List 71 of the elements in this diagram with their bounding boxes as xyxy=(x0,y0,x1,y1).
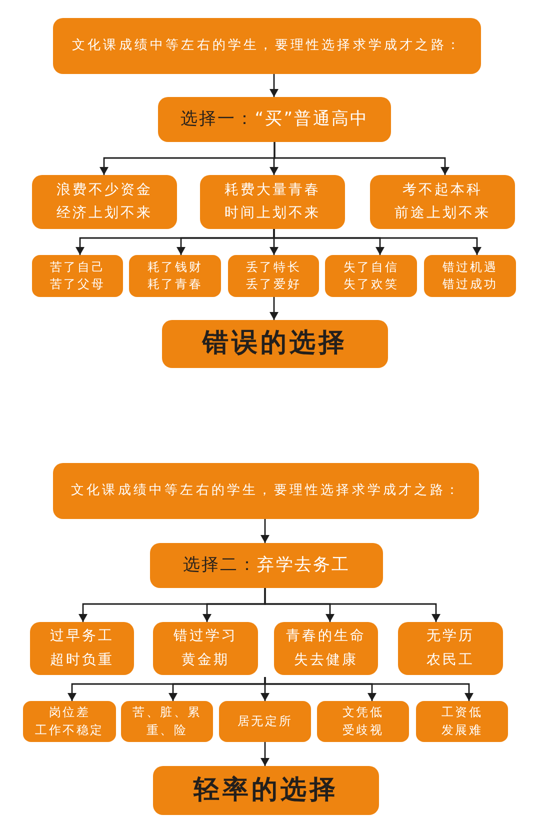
verdict-text: 错误的选择 xyxy=(202,328,348,360)
outcome-box xyxy=(228,255,319,297)
outcome-text: 苦了自己 xyxy=(50,258,106,276)
outcome-text: 居无定所 xyxy=(237,712,293,730)
outcome-text: 重、险 xyxy=(146,722,188,738)
consequence-text: 农民工 xyxy=(426,650,474,670)
consequence-text: 浪费不少资金 xyxy=(56,180,152,200)
choice-text: “买”普通高中 xyxy=(254,108,369,131)
consequence-text: 经济上划不来 xyxy=(56,204,152,223)
consequence-text: 青春的生命 xyxy=(286,627,366,646)
arrow xyxy=(264,677,474,701)
consequence-text: 错过学习黄金期 xyxy=(172,627,238,670)
consequence-text: 过早务工 xyxy=(50,627,114,646)
intro-text: 文化课成绩中等左右的学生，要理性选择求学成才之路： xyxy=(71,482,461,500)
outcome-box xyxy=(424,255,516,297)
outcome-box xyxy=(325,255,417,297)
outcome-text: 耗了青春 xyxy=(147,276,203,293)
consequence-box xyxy=(200,175,345,229)
outcome-text: 工作不稳定 xyxy=(35,722,104,738)
outcome-text: 苦了父母 xyxy=(50,276,106,293)
choice-label: 选择二： xyxy=(182,554,258,577)
arrow xyxy=(270,74,278,97)
consequence-box xyxy=(398,622,503,675)
consequence-box xyxy=(370,175,515,229)
outcome-text: 失了欢笑 xyxy=(343,276,399,293)
arrow xyxy=(260,742,270,766)
arrow xyxy=(274,142,450,175)
outcome-box xyxy=(23,701,116,742)
consequence-text: 超时负重 xyxy=(50,650,114,670)
outcome-text: 苦、脏、累 xyxy=(132,704,202,722)
outcome-box xyxy=(32,255,123,297)
outcome-text: 工资低 xyxy=(441,704,483,722)
choice-text: 弃学去务工 xyxy=(257,554,350,577)
verdict-box xyxy=(153,766,379,815)
outcome-text: 文凭低 xyxy=(342,704,384,722)
outcome-text: 失了自信 xyxy=(343,258,399,276)
outcome-text: 发展难 xyxy=(441,722,483,738)
intro-box xyxy=(53,18,481,74)
consequence-text: 失去健康 xyxy=(294,650,358,670)
outcome-box xyxy=(129,255,221,297)
choice-box xyxy=(158,97,391,142)
outcome-box xyxy=(416,701,508,742)
choice-label: 选择一： xyxy=(180,108,255,131)
consequence-box xyxy=(274,622,378,675)
outcome-text: 错过机遇 xyxy=(442,258,498,276)
intro-box xyxy=(53,463,479,519)
intro-text: 文化课成绩中等左右的学生，要理性选择求学成才之路： xyxy=(72,38,462,54)
outcome-text: 丢了特长 xyxy=(246,258,302,276)
consequence-box xyxy=(30,622,134,675)
consequence-text: 时间上划不来 xyxy=(224,204,320,223)
consequence-box xyxy=(153,622,258,675)
arrow xyxy=(270,297,278,320)
consequence-text: 考不起本科 xyxy=(402,180,482,200)
outcome-text: 丢了爱好 xyxy=(246,276,302,293)
choice-box xyxy=(150,543,383,588)
outcome-box xyxy=(317,701,409,742)
consequence-text: 前途上划不来 xyxy=(394,204,490,223)
outcome-text: 错过成功 xyxy=(442,276,498,293)
arrow xyxy=(260,519,270,543)
verdict-box xyxy=(162,320,388,368)
outcome-box xyxy=(219,701,311,742)
outcome-text: 耗了钱财 xyxy=(147,258,203,276)
consequence-text: 无学历 xyxy=(426,627,474,646)
verdict-text: 轻率的选择 xyxy=(194,774,338,806)
consequence-box xyxy=(32,175,177,229)
arrow xyxy=(273,229,482,255)
outcome-text: 受歧视 xyxy=(342,722,384,738)
consequence-text: 耗费大量青春 xyxy=(224,180,320,200)
outcome-box xyxy=(121,701,213,742)
arrow xyxy=(264,588,440,622)
outcome-text: 岗位差 xyxy=(48,704,90,722)
